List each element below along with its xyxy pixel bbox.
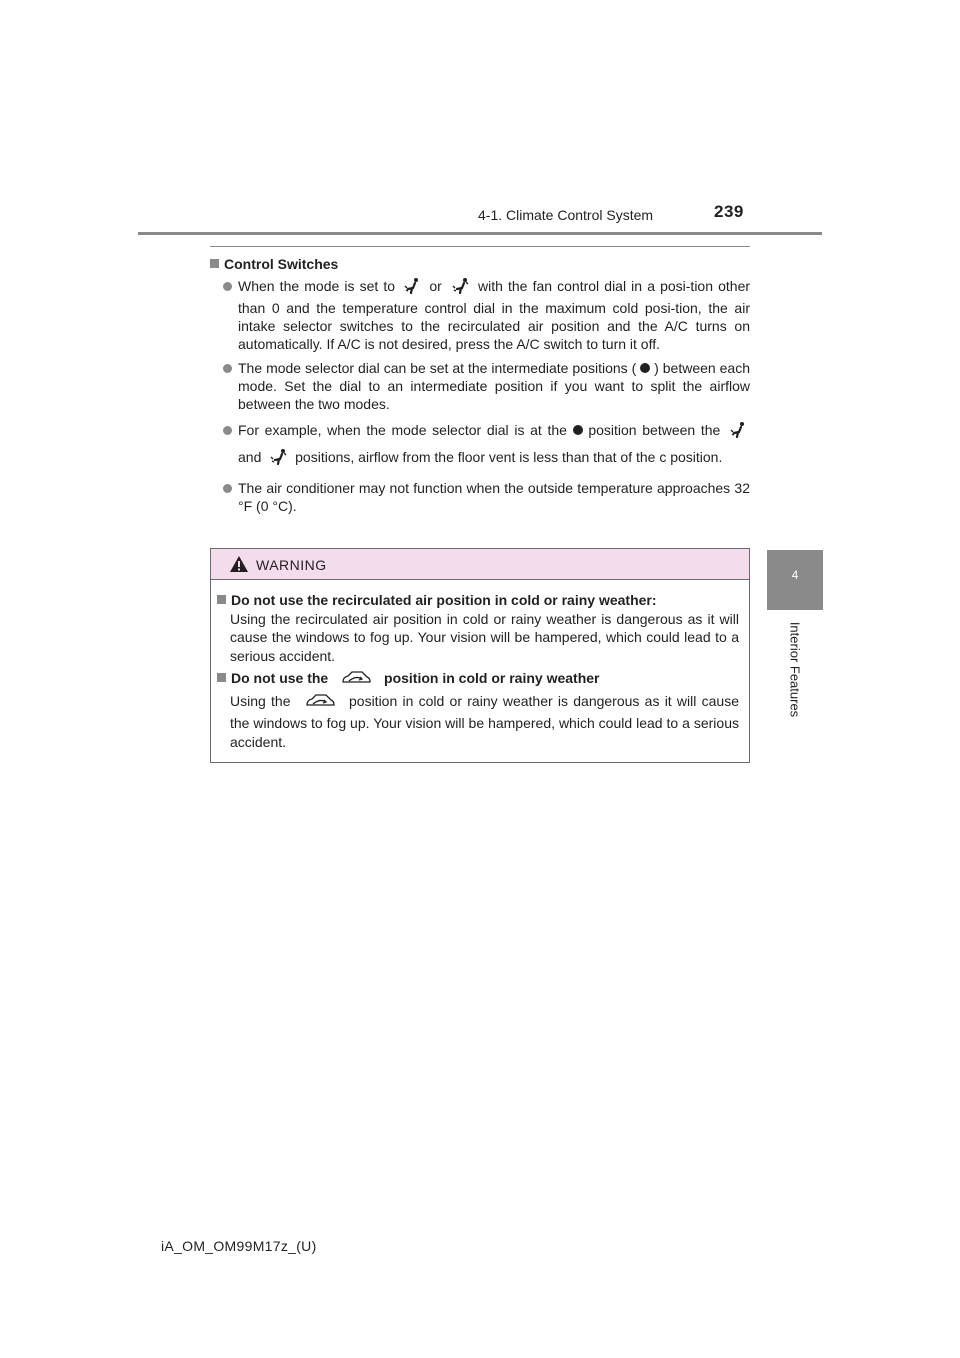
section-divider [210,246,750,247]
recirculated-air-icon [304,692,336,715]
square-bullet-icon [217,595,226,604]
main-content: Control Switches When the mode is set to… [210,255,750,521]
chapter-title: Interior Features [787,621,803,718]
bullet-item: For example, when the mode selector dial… [210,419,750,473]
square-bullet-icon [210,259,219,268]
warning-label: WARNING [256,557,327,573]
warning-item-text: Using the position in cold or rainy weat… [230,692,739,750]
bullet-item: The mode selector dial can be set at the… [210,359,750,413]
bullet-item: When the mode is set to or with the fan … [210,277,750,353]
section-title: Control Switches [210,255,750,273]
warning-item-title: Do not use the position in cold or rainy… [217,669,739,692]
warning-triangle-icon [229,555,249,578]
warning-item-text: Using the recirculated air position in c… [230,610,739,664]
round-bullet-icon [223,364,232,373]
intermediate-position-dot-icon [572,425,583,435]
warning-item: Do not use the recirculated air position… [217,591,739,665]
floor-defrost-icon [268,448,288,473]
warning-item: Do not use the position in cold or rainy… [217,669,739,751]
chapter-title-vertical: Interior Features [787,612,803,727]
round-bullet-icon [223,426,232,435]
square-bullet-icon [217,673,226,682]
round-bullet-icon [223,282,232,291]
recirculated-air-icon [340,669,372,692]
floor-vent-icon [729,421,747,446]
intermediate-position-dot-icon [640,363,651,373]
floor-vent-icon [403,277,421,299]
chapter-tab: 4 [767,550,823,610]
warning-header: WARNING [211,549,749,580]
chapter-number: 4 [791,568,799,582]
footer-code: iA_OM_OM99M17z_(U) [161,1238,317,1254]
warning-body: Do not use the recirculated air position… [211,580,749,751]
warning-box: WARNING Do not use the recirculated air … [210,548,750,763]
header-rule [138,232,822,235]
warning-item-title: Do not use the recirculated air position… [217,591,739,610]
page-number: 239 [714,202,744,221]
round-bullet-icon [223,484,232,493]
bullet-item: The air conditioner may not function whe… [210,479,750,515]
header-section-title: 4-1. Climate Control System [478,207,654,223]
floor-defrost-icon [450,277,470,299]
